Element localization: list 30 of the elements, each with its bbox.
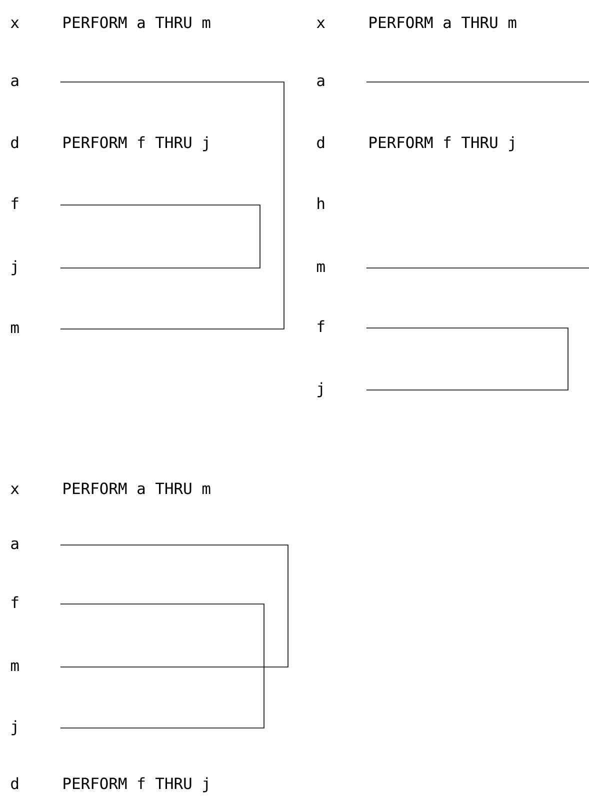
paragraph-name: d <box>317 136 324 148</box>
bracket-line <box>366 328 568 390</box>
paragraph-name: a <box>317 77 324 86</box>
statement-text: PERFORM f THRU j <box>64 136 208 152</box>
paragraph-name: x <box>316 20 325 28</box>
paragraph-name: h <box>318 197 324 209</box>
bracket-line <box>60 204 260 268</box>
paragraph-name: f <box>318 320 324 332</box>
paragraph-name: f <box>12 596 18 608</box>
bracket-line <box>60 82 284 330</box>
paragraph-name: x <box>10 20 19 28</box>
bracket-line <box>60 544 288 668</box>
statement-text: PERFORM f THRU j <box>64 777 208 792</box>
statement-text: PERFORM a THRU m <box>64 16 210 28</box>
paragraph-name: m <box>317 263 325 272</box>
statement-text: PERFORM f THRU j <box>370 136 514 152</box>
paragraph-name: a <box>11 540 18 550</box>
paragraph-name: j <box>12 260 16 276</box>
paragraph-name: m <box>11 324 19 333</box>
statement-text: PERFORM a THRU m <box>64 482 210 494</box>
paragraph-name: d <box>11 136 18 148</box>
paragraph-name: j <box>318 382 322 398</box>
paragraph-name: d <box>11 777 18 790</box>
paragraph-name: m <box>11 662 19 671</box>
statement-text: PERFORM a THRU m <box>370 16 516 28</box>
paragraph-name: a <box>11 77 18 86</box>
paragraph-name: j <box>12 720 16 736</box>
paragraph-name: x <box>10 486 19 494</box>
bracket-line <box>60 604 264 728</box>
paragraph-name: f <box>12 197 18 209</box>
